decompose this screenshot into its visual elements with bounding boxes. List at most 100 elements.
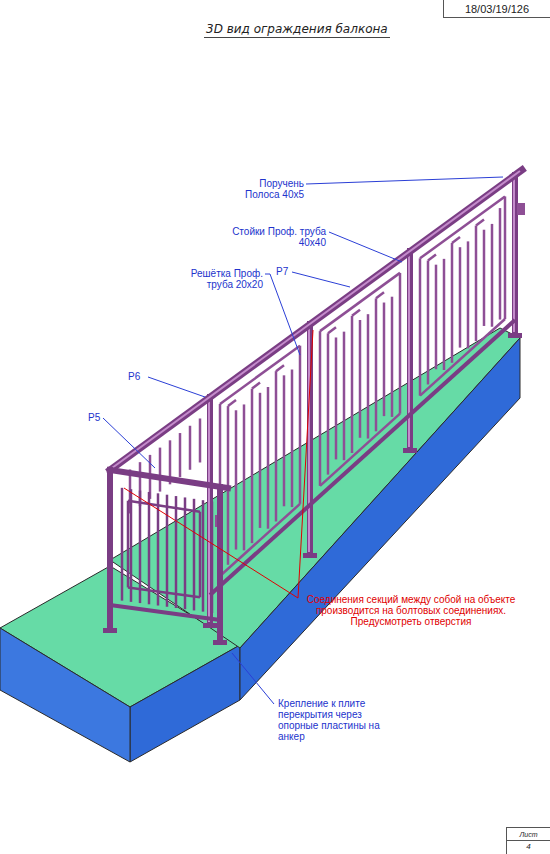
drawing-number-box: 18/03/19/126 bbox=[443, 0, 550, 18]
grid-bar bbox=[476, 220, 484, 226]
grid-bar bbox=[175, 496, 178, 608]
grid-bar bbox=[475, 226, 478, 342]
grid-bar bbox=[352, 310, 360, 316]
grid-bar bbox=[383, 303, 386, 417]
post-highlight bbox=[513, 178, 515, 332]
post bbox=[512, 175, 518, 335]
grid-bar bbox=[211, 502, 214, 613]
grid-bar bbox=[275, 371, 278, 521]
callout-text: Крепление к плите перекрытия через опорн… bbox=[278, 698, 383, 742]
grid-bar bbox=[328, 327, 336, 333]
grid-bar bbox=[202, 500, 205, 611]
grid-bar bbox=[452, 237, 460, 243]
lower-slab-front bbox=[130, 645, 240, 762]
grid-bar bbox=[435, 265, 438, 370]
p5-bottom-rail bbox=[110, 605, 220, 620]
note-leaders bbox=[124, 330, 313, 598]
grid-bar bbox=[327, 333, 330, 474]
lower-slab-side bbox=[0, 628, 130, 762]
box-text: 18/03/19/126 bbox=[444, 2, 550, 16]
grid-bar bbox=[128, 501, 200, 512]
base-plate bbox=[303, 553, 317, 558]
post-highlight bbox=[208, 400, 210, 622]
grid-bar bbox=[499, 208, 502, 319]
grid-bar bbox=[128, 587, 200, 597]
railing-posts bbox=[210, 175, 515, 625]
section-p5 bbox=[122, 488, 212, 613]
leader-line bbox=[292, 272, 350, 287]
handrail bbox=[110, 170, 522, 470]
post bbox=[307, 324, 313, 555]
grid-bar bbox=[166, 495, 169, 607]
base-plates bbox=[103, 333, 522, 645]
box-value: 4 bbox=[507, 841, 550, 852]
grid-bar bbox=[299, 346, 302, 504]
box-text: Лист bbox=[507, 830, 550, 841]
grid-bar bbox=[228, 400, 236, 406]
post bbox=[407, 251, 413, 450]
grid-bar bbox=[259, 393, 262, 528]
grid-bar bbox=[399, 273, 402, 414]
section-mark: P6 bbox=[128, 371, 140, 382]
base-plate bbox=[403, 448, 417, 453]
grid-bar bbox=[179, 433, 182, 477]
grid-bar bbox=[343, 332, 346, 461]
grid-bar bbox=[459, 247, 462, 347]
grid-bar bbox=[276, 365, 284, 371]
sheet-number-box: Лист4 bbox=[506, 827, 550, 854]
grid-bar bbox=[467, 241, 470, 348]
bolt-plate bbox=[517, 203, 525, 215]
base-plate bbox=[203, 623, 217, 628]
post-highlights bbox=[209, 178, 514, 622]
grid-bar bbox=[451, 243, 454, 363]
grid-bar bbox=[291, 370, 294, 508]
grid-bar bbox=[391, 297, 394, 417]
grid-bar bbox=[419, 258, 422, 395]
post bbox=[207, 397, 213, 625]
assembly-note: Соединения секций между собой на объекте… bbox=[302, 594, 520, 627]
grid-bar bbox=[193, 499, 196, 611]
leader-line bbox=[329, 232, 402, 262]
grid-bar bbox=[483, 230, 486, 326]
base-plate bbox=[508, 333, 522, 338]
grid-bar bbox=[491, 224, 494, 327]
top-rail bbox=[110, 470, 228, 488]
callout-text: Поручень Полоса 40х5 bbox=[232, 178, 304, 200]
grid-bar bbox=[139, 491, 142, 604]
grid-bar bbox=[184, 497, 187, 609]
handrail-highlight bbox=[112, 171, 520, 468]
section-mark: P7 bbox=[276, 266, 288, 277]
grid-bar bbox=[420, 319, 505, 396]
grid-bar bbox=[127, 501, 130, 588]
grid-bar bbox=[367, 314, 370, 438]
section-mark: P5 bbox=[88, 412, 100, 423]
leader-line bbox=[306, 177, 503, 184]
post-highlight bbox=[308, 327, 310, 552]
grid-bar bbox=[130, 489, 133, 602]
grid-bar bbox=[252, 383, 260, 389]
grid-bar bbox=[376, 292, 384, 298]
grid-bar bbox=[189, 426, 192, 470]
note-leader bbox=[298, 330, 313, 598]
balcony-slab-top bbox=[110, 328, 520, 648]
sheet-title: 3D вид ограждения балкона bbox=[204, 22, 390, 38]
note-leader bbox=[124, 488, 298, 598]
callout-text: Стойки Проф. труба 40х40 bbox=[226, 226, 326, 248]
grid-bar bbox=[121, 488, 124, 601]
grid-bar bbox=[427, 260, 430, 384]
grid-bar bbox=[428, 254, 436, 260]
grid-bar bbox=[443, 259, 446, 370]
grid-bar bbox=[199, 512, 202, 598]
grid-bar bbox=[283, 375, 286, 506]
grid-bar bbox=[319, 331, 322, 486]
p5-frame bbox=[110, 470, 228, 642]
leader-line bbox=[148, 377, 205, 397]
grid-bar bbox=[159, 448, 162, 492]
callout-text: Решётка Проф. труба 20х20 bbox=[163, 268, 263, 290]
grid-bar bbox=[504, 196, 507, 319]
grid-bar bbox=[235, 410, 238, 549]
grid-bar bbox=[251, 389, 254, 544]
grid-bar bbox=[243, 404, 246, 550]
